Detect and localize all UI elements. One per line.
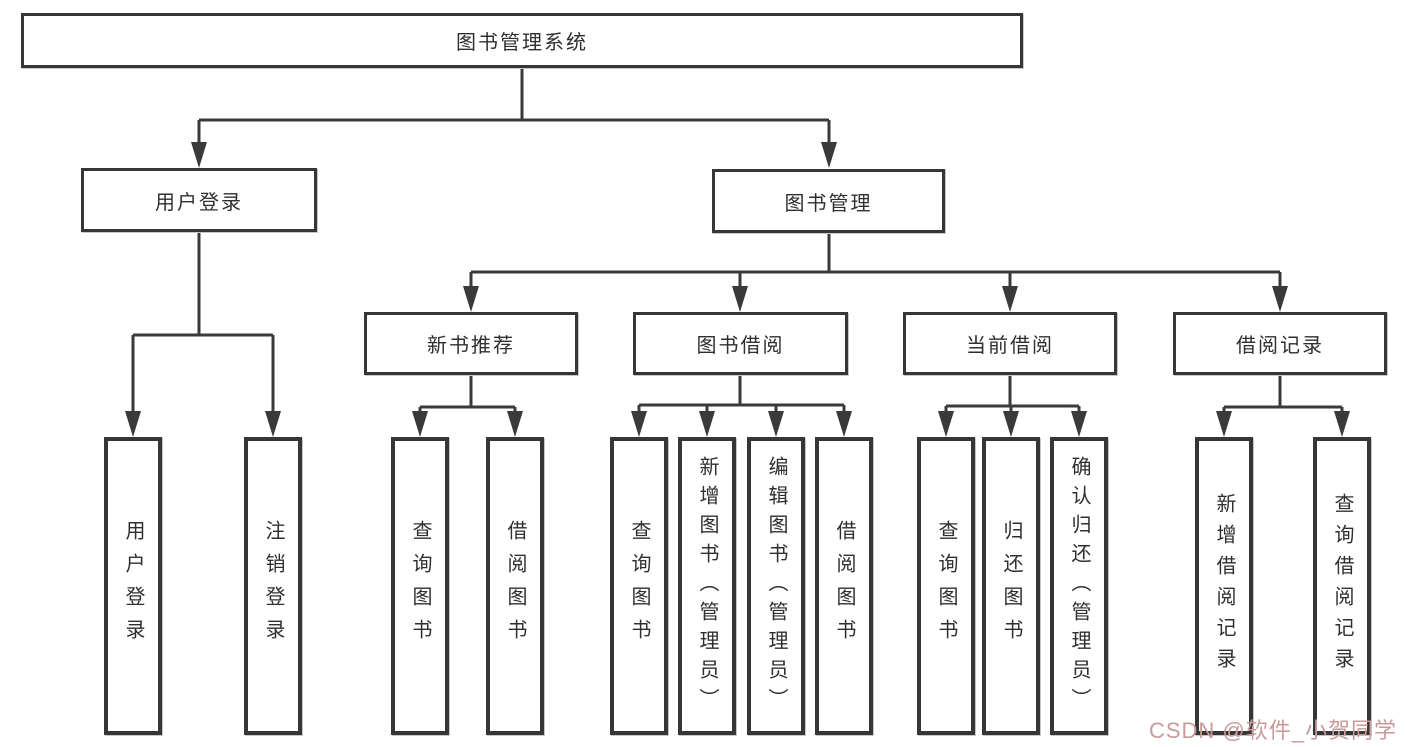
node-root-label: 图书管理系统 (456, 32, 588, 54)
leaf-query-borrow-record-label: 查询借阅记录 (1331, 493, 1353, 679)
leaf-logout: 注销登录 (244, 437, 302, 735)
node-book-management: 图书管理 (712, 169, 945, 233)
leaf-add-book-admin-label: 新增图书（管理员） (696, 455, 718, 717)
leaf-logout-label: 注销登录 (262, 520, 284, 652)
node-user-login-label: 用户登录 (155, 191, 243, 214)
node-current-borrow: 当前借阅 (903, 312, 1117, 375)
leaf-borrow-books-recommend-label: 借阅图书 (504, 520, 526, 652)
node-user-login: 用户登录 (81, 168, 317, 232)
leaf-confirm-return-admin: 确认归还（管理员） (1050, 437, 1108, 735)
node-current-borrow-label: 当前借阅 (966, 335, 1054, 357)
leaf-edit-book-admin: 编辑图书（管理员） (747, 437, 805, 735)
leaf-borrow-books: 借阅图书 (815, 437, 873, 735)
leaf-confirm-return-admin-label: 确认归还（管理员） (1068, 455, 1090, 717)
node-borrow-records: 借阅记录 (1173, 312, 1387, 375)
leaf-return-book: 归还图书 (982, 437, 1040, 735)
node-book-borrow: 图书借阅 (633, 312, 848, 375)
leaf-user-login-label: 用户登录 (122, 520, 144, 652)
leaf-return-book-label: 归还图书 (1000, 520, 1022, 652)
leaf-query-books-recommend: 查询图书 (391, 437, 449, 735)
node-borrow-records-label: 借阅记录 (1236, 335, 1324, 357)
leaf-add-borrow-record: 新增借阅记录 (1195, 437, 1253, 735)
node-book-management-label: 图书管理 (784, 192, 873, 215)
leaf-query-books-recommend-label: 查询图书 (409, 520, 431, 652)
leaf-query-books-borrow-label: 查询图书 (628, 520, 650, 652)
leaf-add-borrow-record-label: 新增借阅记录 (1213, 493, 1235, 679)
watermark: CSDN @软件_小贺同学 (1148, 718, 1397, 743)
leaf-query-books-current-label: 查询图书 (935, 520, 957, 652)
node-book-borrow-label: 图书借阅 (696, 335, 785, 357)
node-new-book-recommend: 新书推荐 (364, 312, 578, 375)
leaf-query-books-current: 查询图书 (917, 437, 975, 735)
leaf-edit-book-admin-label: 编辑图书（管理员） (765, 455, 787, 717)
node-root: 图书管理系统 (21, 13, 1023, 68)
leaf-query-borrow-record: 查询借阅记录 (1313, 437, 1371, 735)
leaf-query-books-borrow: 查询图书 (610, 437, 668, 735)
leaf-user-login: 用户登录 (104, 437, 162, 735)
leaf-borrow-books-label: 借阅图书 (833, 520, 855, 652)
node-new-book-recommend-label: 新书推荐 (427, 335, 515, 357)
leaf-borrow-books-recommend: 借阅图书 (486, 437, 544, 735)
leaf-add-book-admin: 新增图书（管理员） (678, 437, 736, 735)
